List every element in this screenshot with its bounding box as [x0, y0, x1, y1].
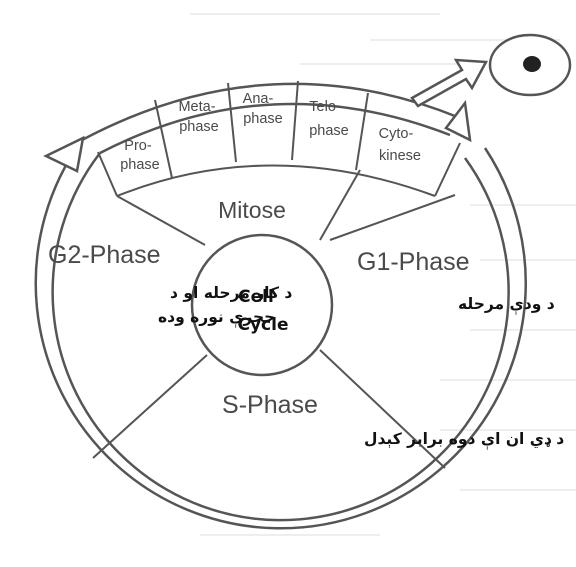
g1-phase-label: G1-Phase	[357, 248, 470, 276]
stage-telophase-line1: Telo-	[309, 99, 341, 115]
stage-prophase-line2: phase	[120, 157, 160, 173]
stage-telophase-line2: phase	[309, 123, 349, 139]
mitosis-label: Mitose	[218, 197, 286, 223]
mitosis-sector	[97, 80, 461, 246]
stage-anaphase-line1: Ana-	[243, 91, 274, 107]
mitosis-stage-labels: Pro- phase Meta- phase Ana- phase Telo- …	[120, 91, 421, 173]
stage-cytokinese-line1: Cyto-	[379, 126, 414, 142]
g2-phase-label: G2-Phase	[48, 241, 161, 269]
stage-anaphase-line2: phase	[243, 111, 283, 127]
exit-arrow	[410, 58, 489, 108]
center-label-line1: Cell	[238, 287, 274, 307]
s-note: د ډي ان اې دوه برابر کېدل	[364, 430, 564, 451]
nucleus-icon	[523, 56, 541, 72]
outer-ring	[34, 139, 527, 530]
stage-cytokinese-line2: kinese	[379, 148, 421, 164]
g2-note-line1: د کار مرحله او د	[170, 284, 292, 302]
stage-metaphase-line1: Meta-	[178, 99, 215, 115]
phase-dividers	[92, 194, 456, 469]
center-circle	[190, 233, 334, 377]
g1-note: د ودې مرحله	[458, 295, 555, 316]
center-label-line2: Cycle	[238, 315, 289, 335]
cycle-arrow-right	[444, 99, 472, 143]
cycle-arrow-left	[43, 135, 85, 173]
daughter-cell	[488, 33, 572, 97]
stage-metaphase-line2: phase	[179, 119, 219, 135]
s-phase-label: S-Phase	[222, 391, 318, 419]
mitosis-band	[81, 82, 461, 155]
g2-note-line2: حجرې نوره وده	[158, 308, 275, 329]
stage-prophase-line1: Pro-	[124, 138, 152, 154]
